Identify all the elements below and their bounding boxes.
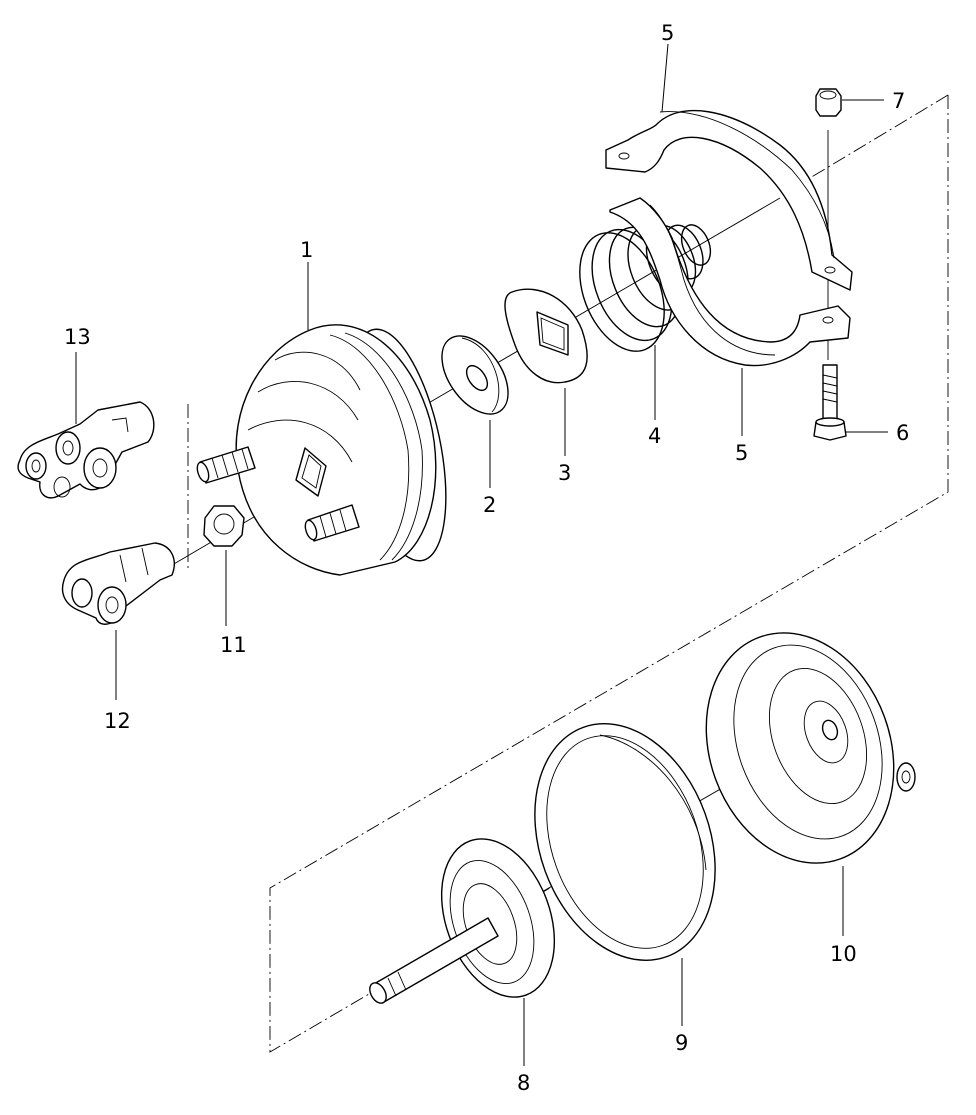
housing-stud-upper <box>196 446 256 484</box>
part-10-cover <box>705 632 916 864</box>
callout-4: 4 <box>648 424 661 448</box>
part-12-clevis <box>61 542 175 625</box>
part-5-clamp-upper <box>605 109 853 291</box>
part-2-washer <box>441 335 509 415</box>
callout-13: 13 <box>64 325 91 349</box>
part-6-bolt <box>813 364 847 441</box>
callout-5-lower: 5 <box>735 441 748 465</box>
callout-9: 9 <box>675 1031 688 1055</box>
leader-lines <box>75 43 888 1066</box>
callout-10: 10 <box>830 942 857 966</box>
part-5-clamp-lower <box>609 197 851 367</box>
part-8-push-rod-piston <box>369 838 556 1004</box>
callout-7: 7 <box>892 89 905 113</box>
callout-1: 1 <box>300 238 313 262</box>
part-11-hex-nut <box>203 505 245 547</box>
part-3-square-plate <box>504 288 588 384</box>
part-9-diaphragm <box>534 723 716 961</box>
callout-8: 8 <box>517 1071 530 1095</box>
callout-12: 12 <box>104 709 131 733</box>
callout-11: 11 <box>220 633 247 657</box>
part-13-fork-clevis <box>17 401 155 499</box>
housing-stud-lower <box>304 504 360 542</box>
part-7-nut <box>815 88 842 117</box>
callout-3: 3 <box>558 461 571 485</box>
callout-6: 6 <box>896 421 909 445</box>
part-1-chamber-housing <box>196 324 447 576</box>
callout-5-upper: 5 <box>661 21 674 45</box>
callout-2: 2 <box>483 493 496 517</box>
callout-labels: 1 2 3 4 5 5 6 7 8 9 10 11 12 13 <box>64 21 909 1095</box>
